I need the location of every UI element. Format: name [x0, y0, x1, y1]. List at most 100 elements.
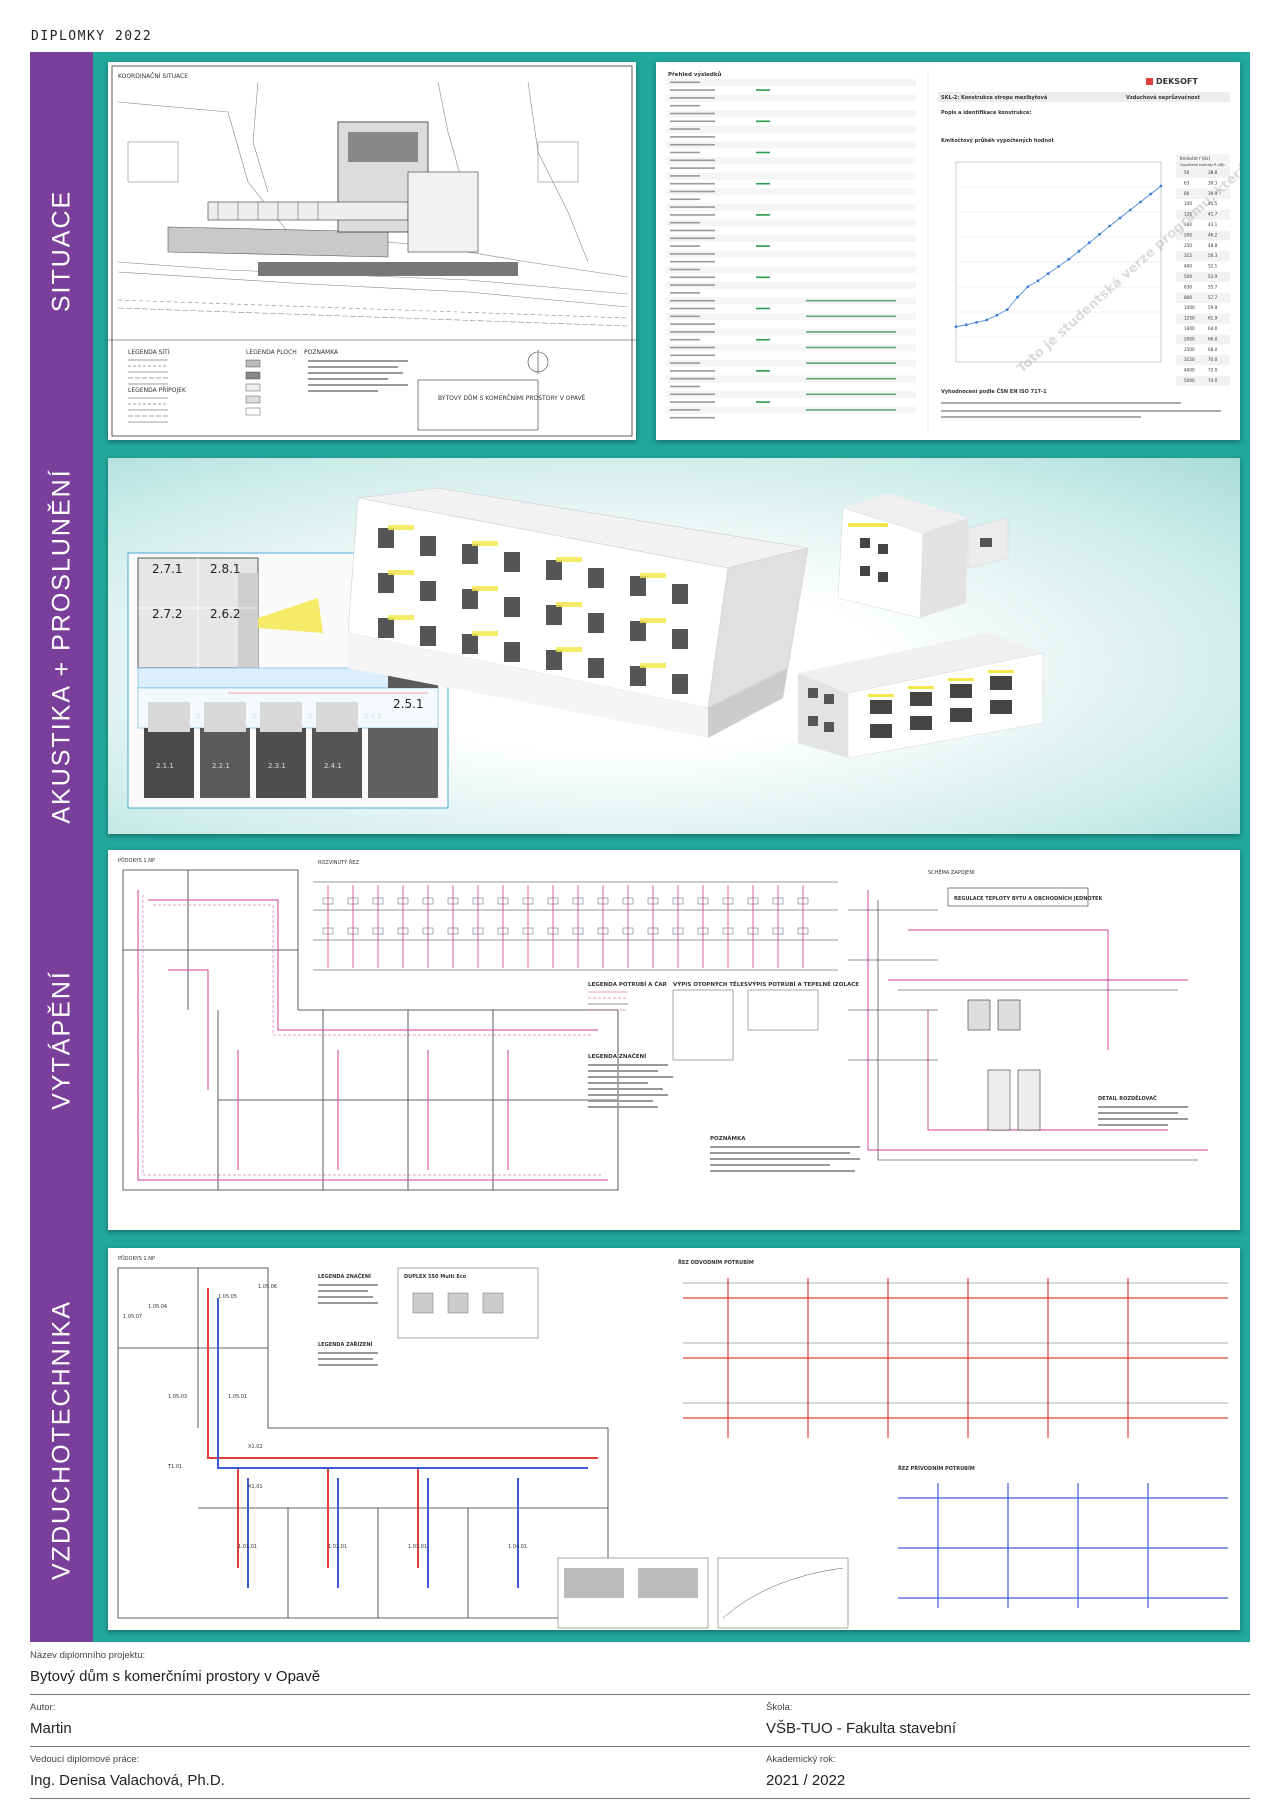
value-cell: 59.8	[1208, 305, 1218, 310]
value-cell: 50.3	[1208, 253, 1218, 258]
construction-description-heading: Popis a identifikace konstrukce:	[941, 110, 1031, 116]
value-cell: 48.8	[1208, 243, 1218, 248]
results-row-text	[670, 136, 715, 138]
freq-cell: 630	[1184, 284, 1192, 289]
value-cell: 68.0	[1208, 347, 1218, 352]
vzt-legend-marks: LEGENDA ZNAČENÍ	[318, 1272, 371, 1280]
radiator	[347, 897, 359, 905]
freq-row-bg	[1176, 168, 1230, 178]
radiator	[622, 897, 634, 905]
radiator	[547, 927, 559, 935]
radiator	[572, 897, 584, 905]
results-row-value	[756, 182, 770, 185]
results-row-value	[756, 120, 770, 123]
rating-heading: Vyhodnocení podle ČSN EN ISO 717-1	[941, 388, 1047, 395]
footer-divider	[30, 1694, 1250, 1695]
sun-shading	[472, 586, 498, 591]
vzt-room-label: 1.01.01	[238, 1544, 257, 1550]
freq-row-bg	[1176, 272, 1230, 282]
building-window	[630, 576, 646, 596]
freq-cell: 125	[1184, 212, 1192, 217]
vzt-room-label: 1.05.03	[168, 1394, 187, 1400]
building-window	[462, 589, 478, 609]
section-akustika-label: AKUSTIKA + PROSLUNĚNÍ	[47, 468, 75, 824]
radiator	[597, 897, 609, 905]
results-row-text	[670, 354, 715, 357]
results-row-value	[756, 338, 770, 341]
results-row-bg	[666, 328, 916, 336]
freq-row-bg	[1176, 292, 1230, 303]
radiator	[572, 927, 584, 935]
author-value: Martin	[30, 1720, 72, 1737]
results-row-text	[670, 323, 715, 325]
results-row-text	[670, 151, 700, 154]
heating-radiators-table: VÝPIS OTOPNÝCH TĚLES	[673, 980, 748, 988]
author-label: Autor:	[30, 1702, 56, 1713]
vzt-floor-plan	[117, 1267, 609, 1619]
results-row-value	[756, 370, 770, 372]
vzt-room-label: 1.04.01	[508, 1544, 527, 1550]
sun-shading	[388, 525, 414, 530]
results-row-text	[670, 385, 700, 388]
results-row-bg	[666, 219, 916, 227]
insolation-floor-plan	[127, 552, 449, 809]
heating-drawing: PŮDORYS 1.NP ROZVINUTÝ ŘEZ SCHÉMA ZAPOJE…	[108, 850, 1240, 1230]
vzt-room-label: 1.05.04	[148, 1304, 167, 1310]
section-akustika-tab: AKUSTIKA + PROSLUNĚNÍ	[30, 450, 93, 842]
results-row-text	[670, 120, 715, 123]
building-window	[546, 605, 562, 625]
section-vytapeni: VYTÁPĚNÍ PŮDORYS 1.NP ROZVINUTÝ ŘEZ SCHÉ…	[30, 842, 1250, 1238]
site-note: POZNÁMKA	[304, 349, 339, 356]
building-window	[504, 642, 520, 662]
building-window	[462, 634, 478, 654]
results-row-text	[670, 299, 715, 302]
radiator	[522, 897, 534, 905]
school-label: Škola:	[766, 1702, 793, 1713]
radiator	[397, 897, 409, 905]
freq-cell: 4000	[1184, 368, 1195, 373]
results-row-bg	[666, 203, 916, 211]
freq-row-bg	[1176, 313, 1230, 324]
results-row-value	[806, 377, 896, 380]
heating-detail-title: DETAIL ROZDĚLOVAČ	[1098, 1094, 1157, 1102]
building-window	[504, 552, 520, 572]
results-row-value	[756, 245, 770, 247]
radiator	[422, 897, 434, 905]
sun-shading	[556, 647, 582, 652]
vzt-room-label: X1.01	[248, 1484, 263, 1490]
radiator	[447, 927, 459, 935]
results-row-text	[670, 89, 715, 91]
results-row-text	[670, 112, 715, 115]
room-label: 2.6.2	[210, 607, 241, 621]
results-row-bg	[666, 172, 916, 180]
results-row-text	[670, 167, 715, 169]
radiator	[797, 927, 809, 935]
value-cell: 70.0	[1208, 357, 1218, 362]
vzt-exhaust-section-title: ŘEZ ODVODNÍM POTRUBÍM	[678, 1258, 754, 1266]
results-row-value	[806, 299, 896, 302]
radiator	[522, 927, 534, 935]
results-row-bg	[666, 188, 916, 196]
results-row-text	[670, 198, 700, 201]
freq-row-bg	[1176, 355, 1230, 366]
building-3d-main	[347, 487, 809, 738]
vzt-room-label: X1.02	[248, 1444, 263, 1450]
results-row-value	[756, 276, 770, 279]
freq-cell: 800	[1184, 295, 1192, 300]
radiator	[372, 897, 384, 905]
vzt-room-label: 1.03.01	[408, 1544, 427, 1550]
sun-shading	[640, 618, 666, 623]
supervisor-label: Vedoucí diplomové práce:	[30, 1754, 140, 1765]
sun-shading	[640, 573, 666, 578]
results-row-value	[806, 331, 896, 333]
site-plan-panel: KOORDINAČNÍ SITUACE	[108, 62, 636, 440]
room-label: 2.1.1	[156, 762, 174, 770]
insolation-panel: 2.7.12.8.12.7.22.6.22.5.22.1.22.2.22.3.2…	[108, 458, 1240, 834]
results-row-value	[756, 401, 770, 403]
results-row-text	[670, 229, 715, 232]
freq-cell: 2500	[1184, 347, 1195, 352]
results-row-value	[756, 307, 770, 310]
results-row-bg	[666, 235, 916, 242]
room-label: 2.8.1	[210, 562, 241, 576]
supervisor-value: Ing. Denisa Valachová, Ph.D.	[30, 1772, 225, 1789]
